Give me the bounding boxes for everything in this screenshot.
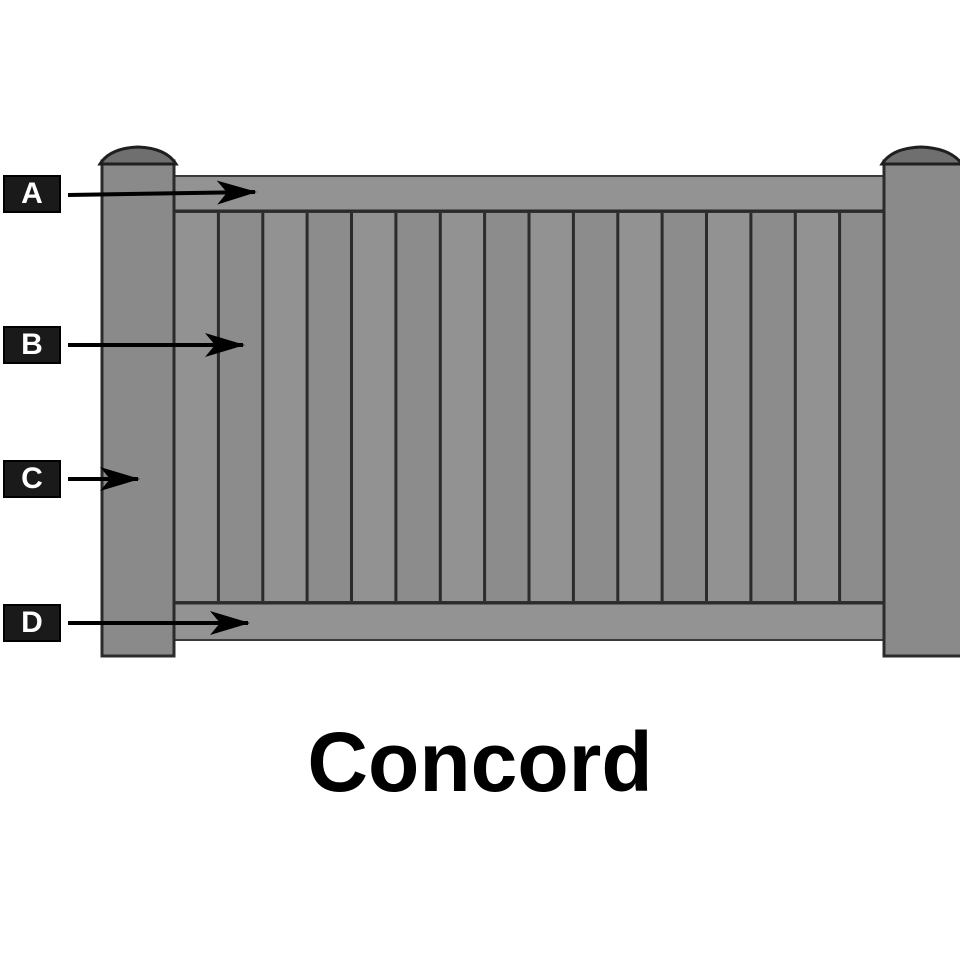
left-post-cap <box>97 145 179 166</box>
picket <box>663 210 706 604</box>
picket <box>263 210 307 604</box>
picket <box>352 210 395 604</box>
label-b: B <box>3 326 61 364</box>
picket <box>751 210 795 604</box>
picket <box>441 210 484 604</box>
picket <box>485 210 528 604</box>
diagram-title: Concord <box>307 715 653 809</box>
arrow-a <box>67 180 257 205</box>
right-post-cap <box>879 145 960 166</box>
label-a: A <box>3 175 61 213</box>
picket <box>796 210 839 604</box>
picket <box>219 210 262 604</box>
bottom-rail <box>171 601 887 641</box>
picket <box>175 210 218 604</box>
picket <box>308 210 351 604</box>
left-post <box>100 159 176 658</box>
picket-panel <box>174 210 884 604</box>
picket <box>707 210 750 604</box>
top-rail <box>171 175 887 213</box>
label-c: C <box>3 460 61 498</box>
picket <box>396 210 440 604</box>
picket <box>840 210 883 604</box>
picket <box>618 210 662 604</box>
picket <box>574 210 617 604</box>
label-d: D <box>3 604 61 642</box>
right-post <box>882 159 960 658</box>
picket <box>530 210 573 604</box>
